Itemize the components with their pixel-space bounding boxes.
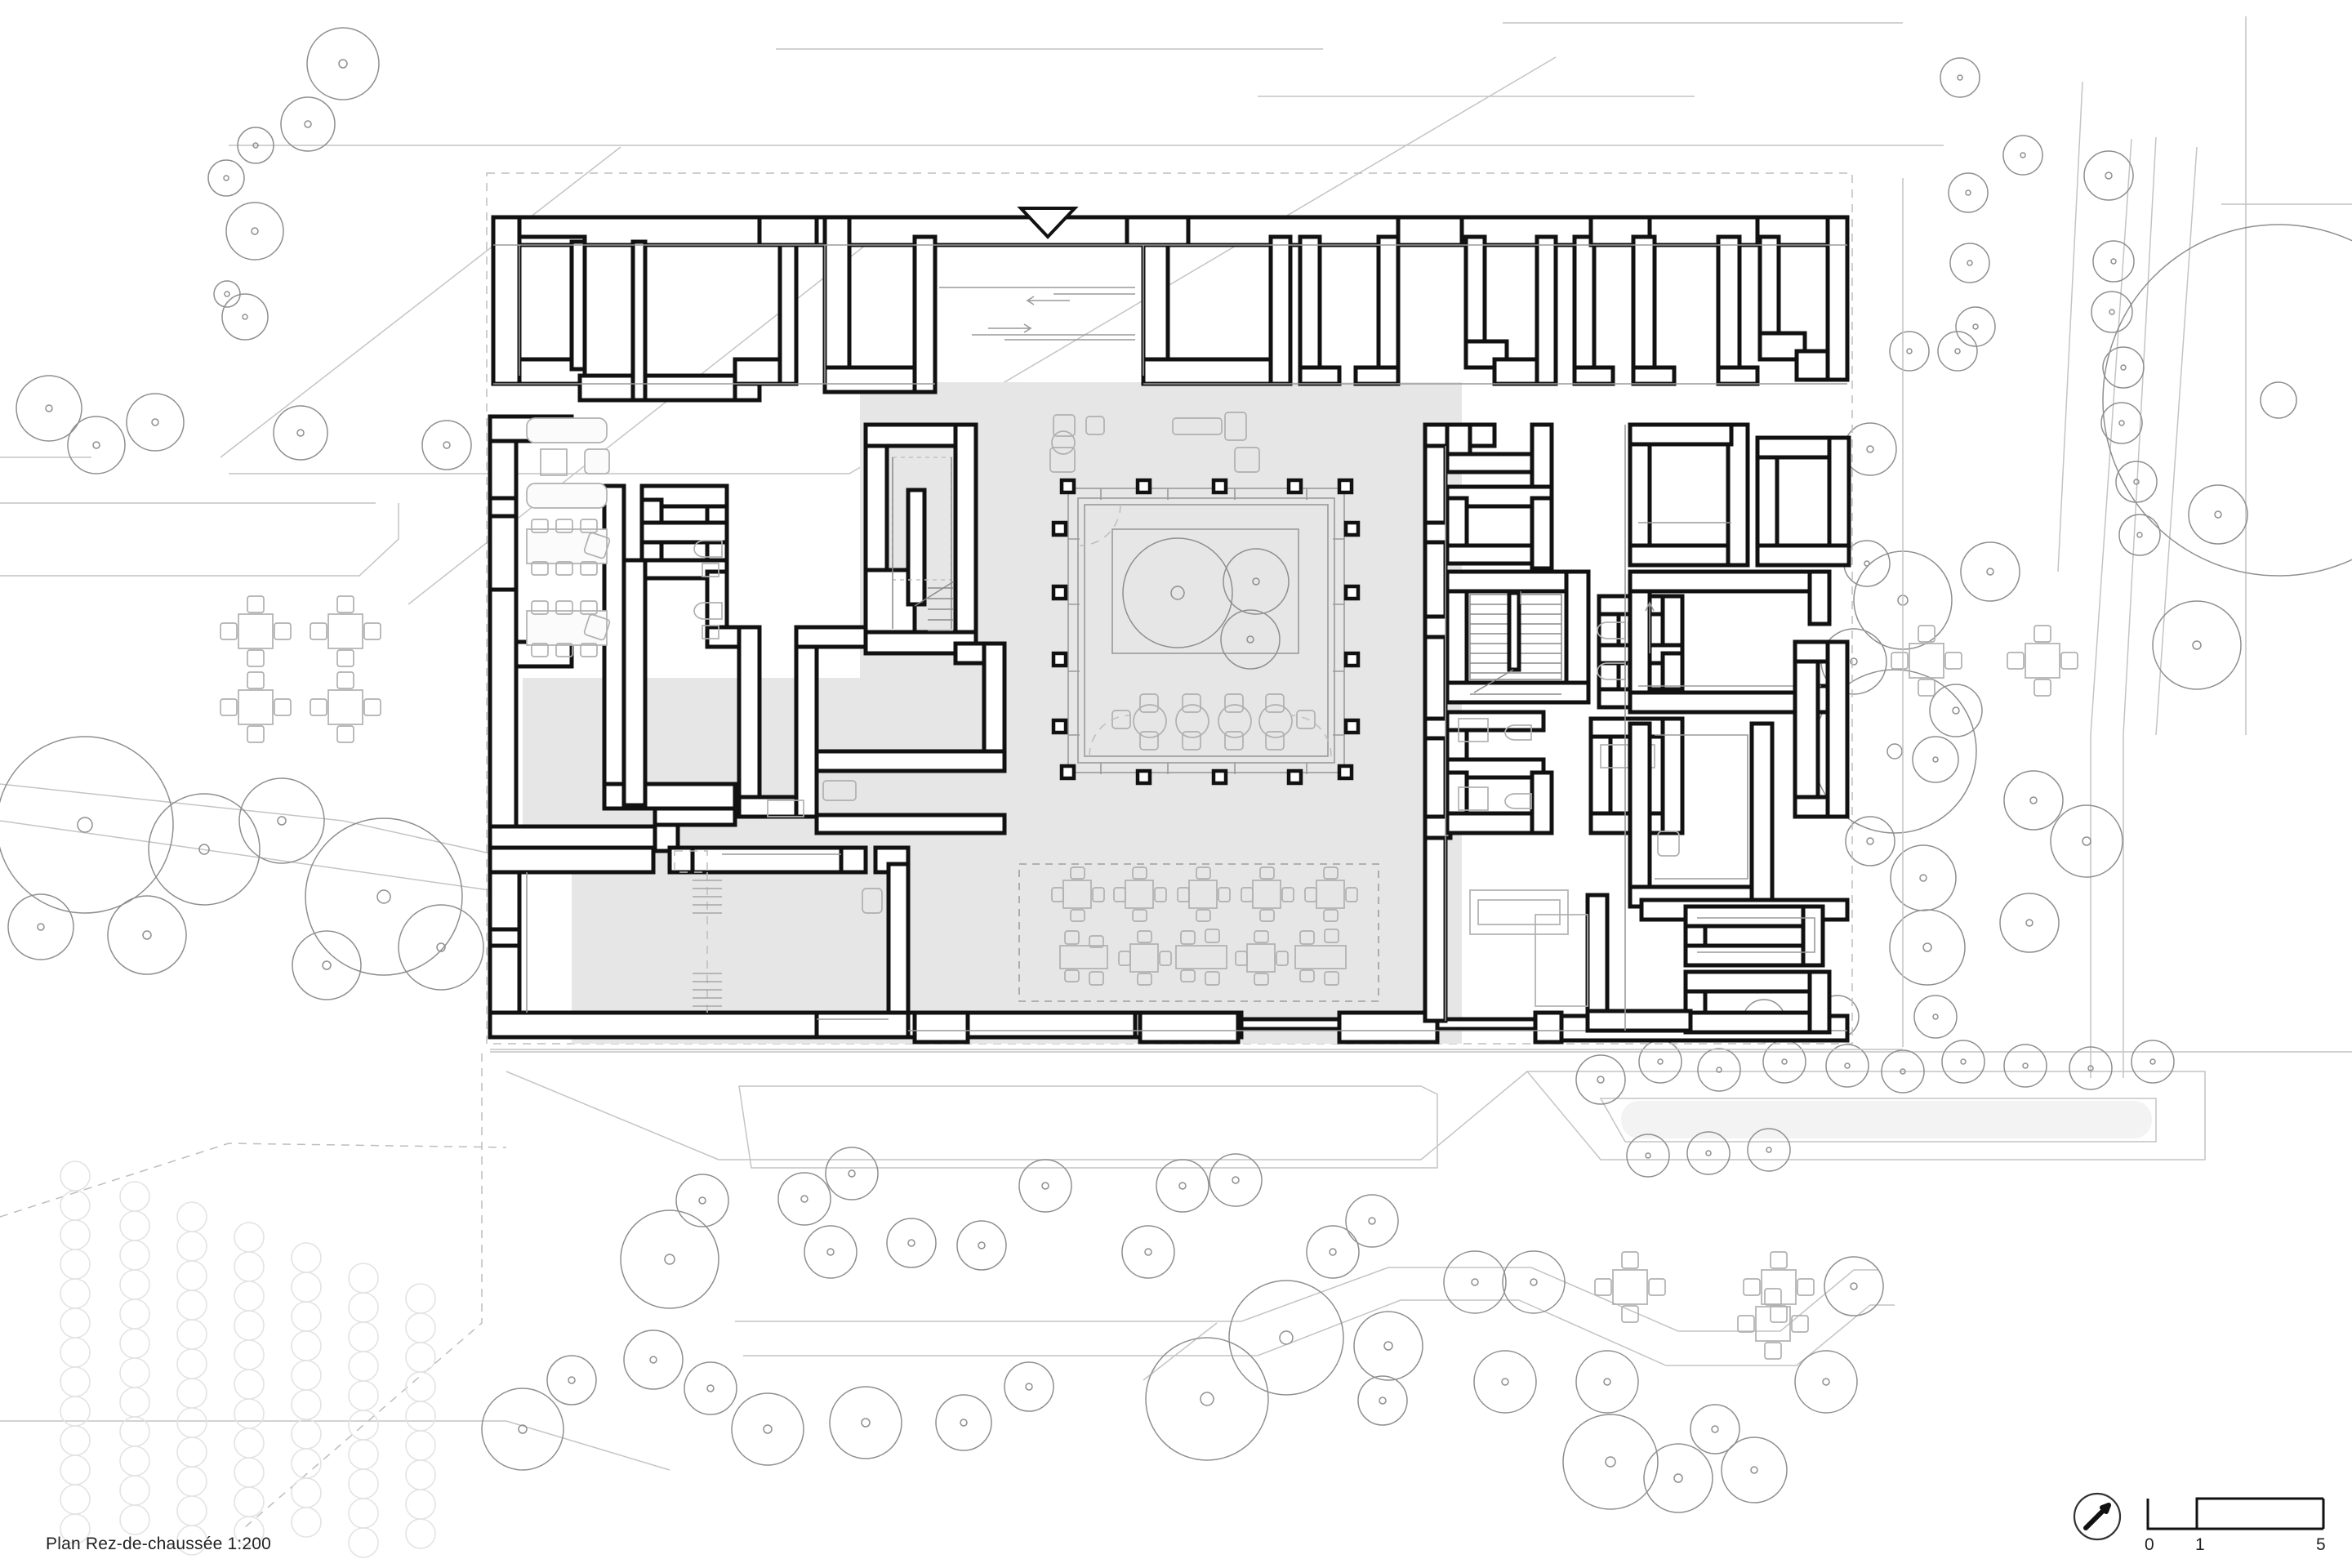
plaza-tables [1594, 1251, 1815, 1360]
stair-west [892, 457, 955, 631]
scale-tick-1: 1 [2195, 1535, 2205, 1554]
section-marker-triangle [1017, 207, 1079, 239]
entry-door-arrows [939, 287, 1655, 653]
west-terrace-tables [220, 595, 381, 743]
east-wing [1423, 422, 1851, 1035]
east-terrace-tables [1891, 625, 2078, 697]
west-wing-furniture [526, 417, 857, 817]
plan-caption: Plan Rez-de-chaussée 1:200 [46, 1535, 272, 1553]
site-context [0, 16, 2352, 1528]
scale-bar [2146, 1497, 2325, 1530]
north-wing [491, 215, 1850, 403]
west-wing [488, 414, 1007, 853]
north-arrow-icon [2073, 1492, 2122, 1541]
south-terrace [1018, 863, 1379, 1002]
scale-tick-0: 0 [2145, 1535, 2154, 1554]
site-trees [0, 27, 2248, 1513]
south-hall [488, 845, 911, 1040]
scale-tick-5: 5 [2316, 1535, 2326, 1554]
orchard-grid [60, 1160, 436, 1558]
courtyard-north-furniture [1049, 412, 1260, 473]
building-site-outline [486, 172, 1904, 1050]
stair-east [1469, 590, 1562, 695]
courtyard-pavilion [1051, 478, 1361, 786]
pavilion-columns [1051, 478, 1361, 786]
